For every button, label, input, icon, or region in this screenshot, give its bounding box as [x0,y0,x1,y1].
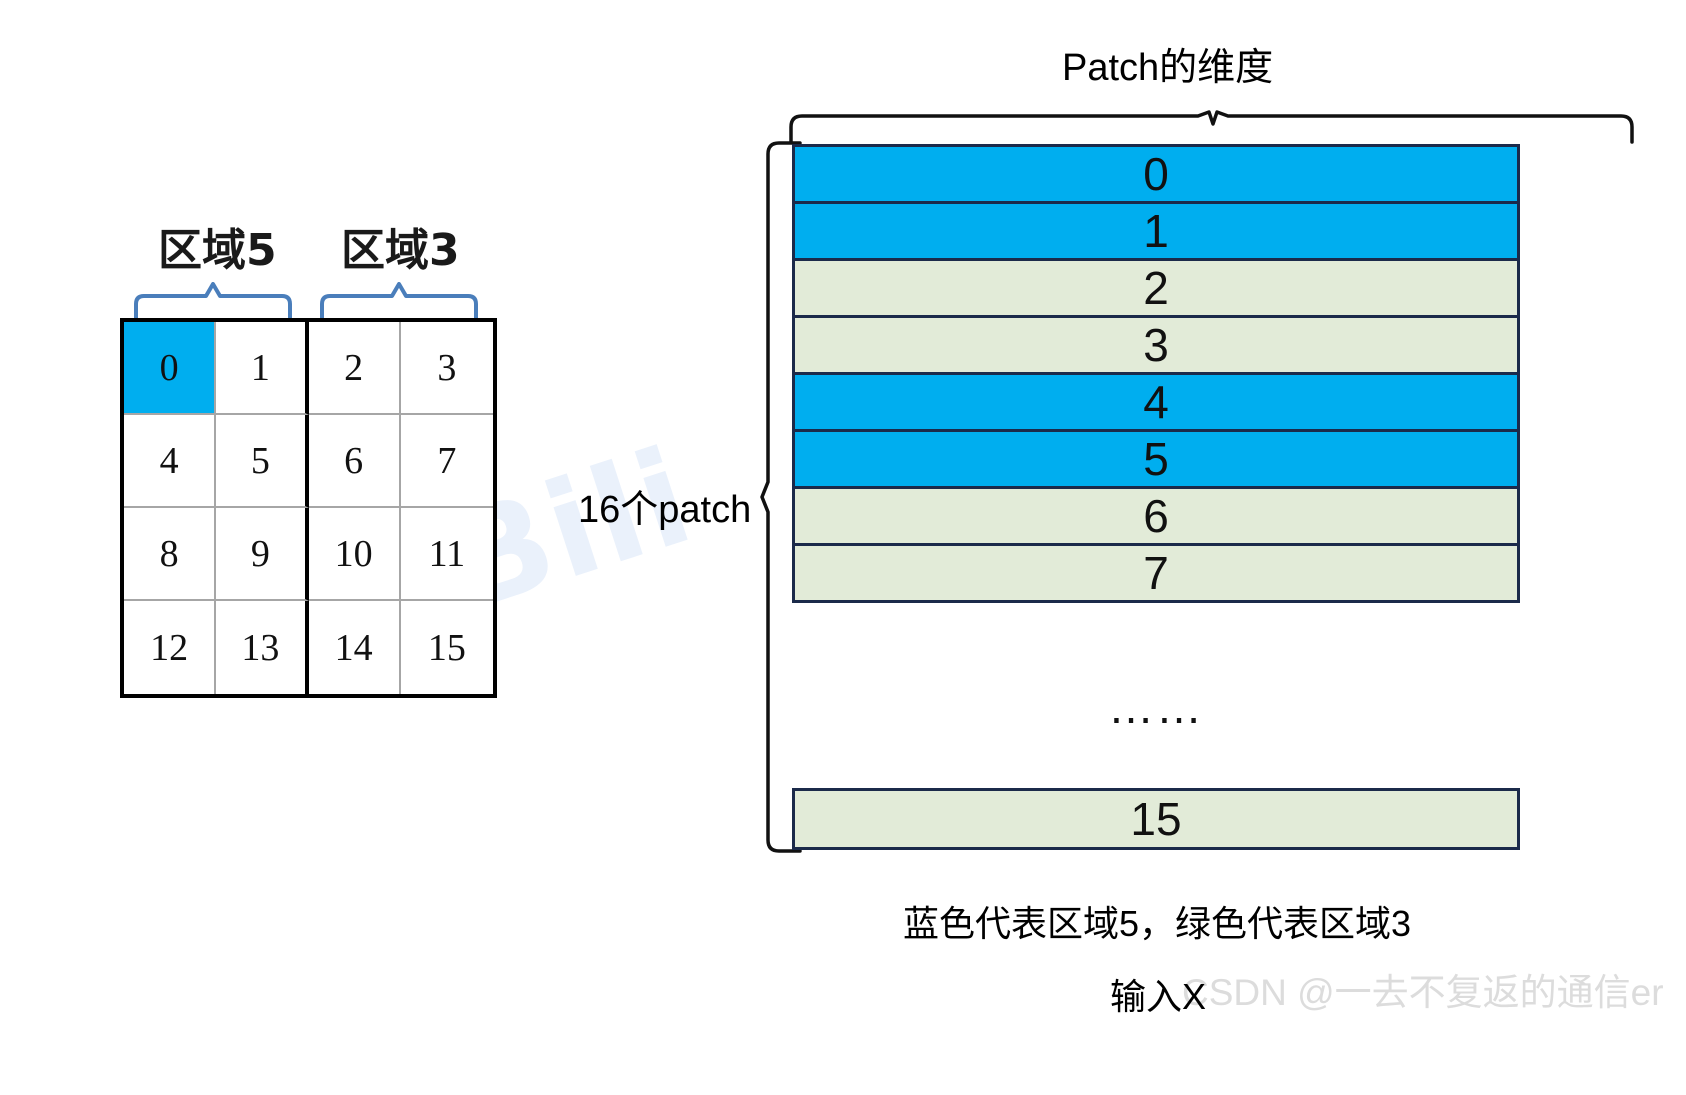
patch-last-row-wrapper: 15 [792,788,1520,850]
patch-row[interactable]: 3 [792,315,1520,375]
grid-cell[interactable]: 10 [308,508,401,601]
grid-cell[interactable]: 11 [400,508,493,601]
grid-cell[interactable]: 4 [124,415,217,508]
patch-row[interactable]: 1 [792,201,1520,261]
patch-dimension-brace-icon [789,110,1634,144]
patch-stack: 0 1 2 3 4 5 6 7 [792,144,1520,603]
region-3-label: 区域3 [341,225,460,276]
grid-cell[interactable]: 6 [308,415,401,508]
grid-cell[interactable]: 8 [124,508,217,601]
patch-count-label: 16个patch [578,489,752,531]
grid-cell[interactable]: 5 [216,415,309,508]
grid-cell[interactable]: 2 [308,322,401,415]
input-x-label: 输入X [1110,976,1207,1017]
grid-cell[interactable]: 1 [216,322,309,415]
grid-cell[interactable]: 3 [400,322,493,415]
patch-row[interactable]: 5 [792,429,1520,489]
grid-cell[interactable]: 15 [427,626,466,669]
grid-cell[interactable]: 13 [216,601,309,694]
grid-cell[interactable]: 0 [124,322,217,415]
patch-row[interactable]: 2 [792,258,1520,318]
region-3-brace-icon [320,282,478,324]
patch-row[interactable]: 0 [792,144,1520,204]
grid-cell[interactable]: 7 [400,415,493,508]
region-5-brace-icon [134,282,292,324]
region-5-label: 区域5 [158,225,277,276]
grid-cell[interactable]: 9 [216,508,309,601]
patch-count-brace-icon [760,141,802,853]
csdn-watermark: CSDN @一去不复返的通信er [1182,972,1664,1013]
patch-row[interactable]: 7 [792,543,1520,603]
patch-row[interactable]: 4 [792,372,1520,432]
grid-cell[interactable]: 14 [309,601,401,694]
legend-caption: 蓝色代表区域5，绿色代表区域3 [903,903,1412,944]
patch-dimension-label: Patch的维度 [1062,47,1274,89]
patch-stack-ellipsis: …… [1108,681,1204,733]
patch-grid: 0 1 2 3 4 5 6 7 8 9 10 11 12 13 14 15 [120,318,497,698]
grid-cell[interactable]: 12 [124,601,217,694]
patch-row[interactable]: 6 [792,486,1520,546]
patch-row[interactable]: 15 [792,788,1520,850]
